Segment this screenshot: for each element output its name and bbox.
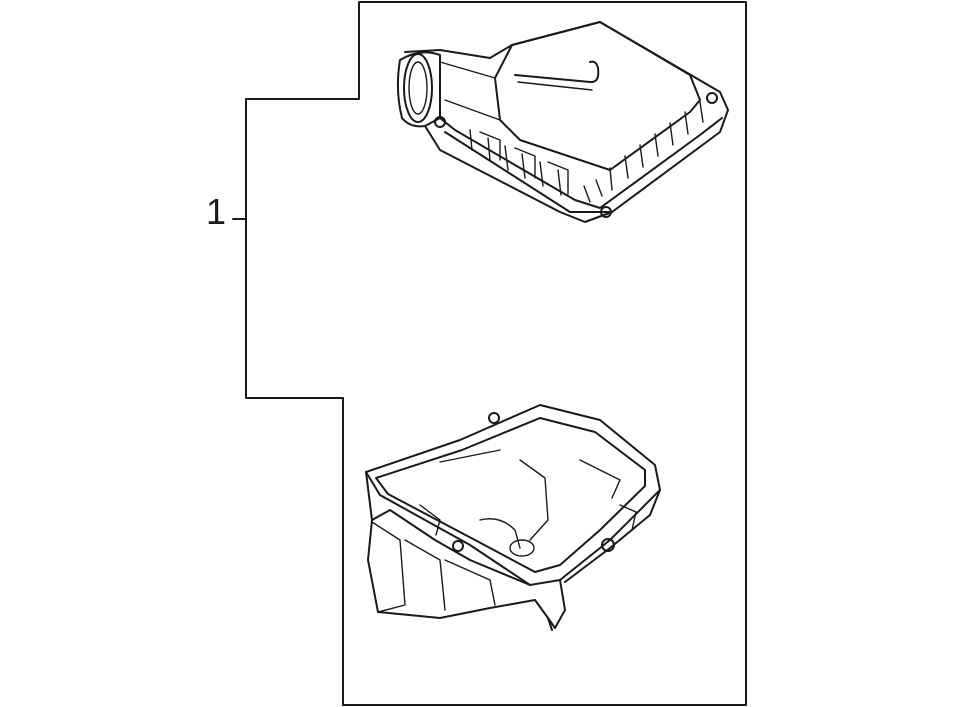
callout-label-1: 1 — [206, 191, 227, 232]
air-cleaner-cover — [396, 21, 729, 223]
assembly-bracket — [245, 1, 747, 706]
air-cleaner-tray — [365, 404, 661, 631]
